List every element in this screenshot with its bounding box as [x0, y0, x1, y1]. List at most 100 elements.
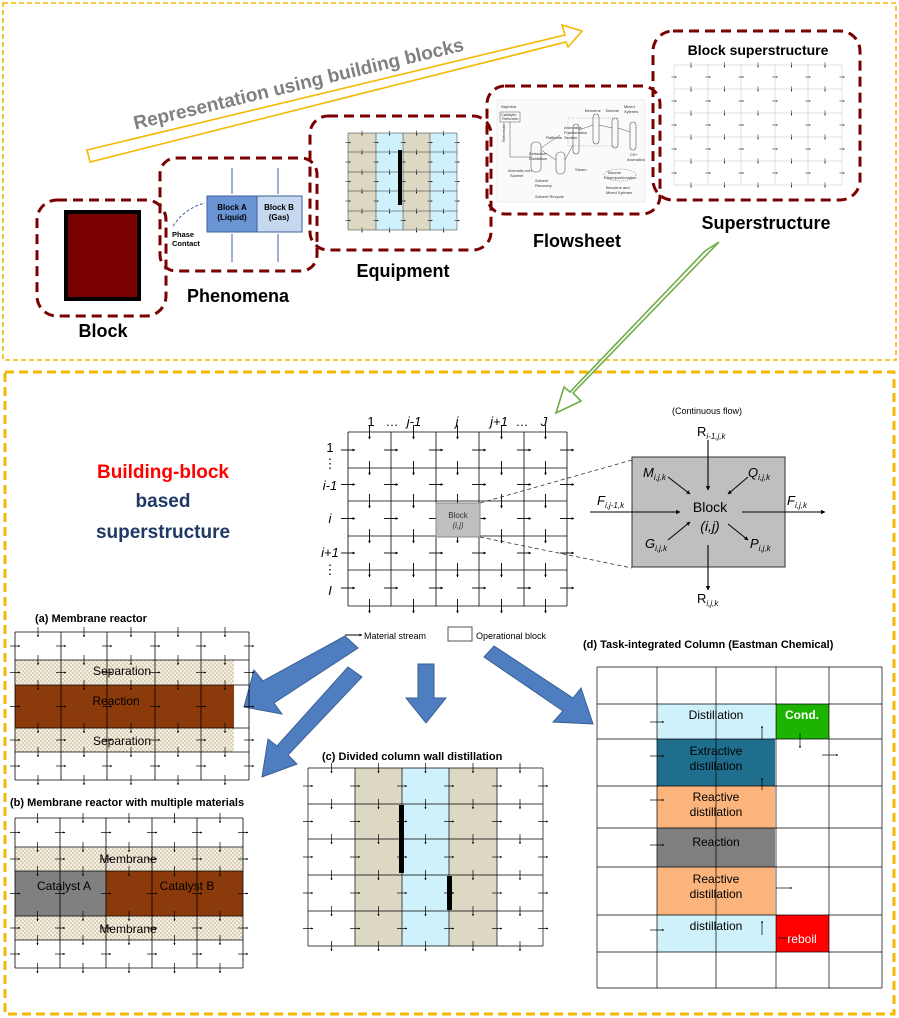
svg-text:Naphtha: Naphtha — [501, 104, 517, 109]
block-b-gas — [256, 195, 303, 233]
svg-text:Mixed: Mixed — [624, 104, 635, 109]
separation-top-label: Separation — [93, 664, 151, 678]
row-header: I — [328, 583, 332, 598]
center-legend: Material stream Operational block — [345, 626, 547, 642]
grid-block-ij — [435, 502, 481, 538]
center-grid — [341, 425, 575, 614]
col-header: 1 — [367, 414, 374, 429]
bottom-frame — [3, 370, 896, 1016]
reaction-cell-label: Reaction — [692, 835, 739, 849]
row-header: ⋮ — [324, 456, 337, 471]
row-header: 1 — [326, 440, 333, 455]
label-block-superstructure: Block superstructure — [688, 42, 829, 58]
distillation-2-label: distillation — [690, 919, 743, 933]
row-header: i+1 — [321, 545, 339, 560]
label-equipment: Equipment — [357, 261, 450, 281]
row-header: i-1 — [323, 478, 337, 493]
label-phenomena: Phenomena — [187, 286, 290, 306]
col-header: j+1 — [488, 414, 508, 429]
r-bottom-label: Ri,j,k — [697, 591, 719, 608]
svg-text:Solvent: Solvent — [535, 178, 549, 183]
arrow-text: Representation using building blocks — [132, 35, 466, 135]
svg-text:Disproportionation: Disproportionation — [604, 175, 636, 180]
superstructure-mini-grid — [671, 62, 845, 188]
superstructure-stage: Block superstructure Superstructure — [651, 29, 862, 233]
reboiler-label: reboil — [787, 932, 816, 946]
row-header: ⋮ — [324, 562, 337, 577]
reactive-1-label-2: distillation — [690, 805, 743, 819]
divided-wall-right — [447, 876, 452, 910]
catalyst-a-label: Catalyst A — [37, 879, 91, 893]
svg-text:Extractive: Extractive — [529, 151, 547, 156]
equipment-mini-grid — [345, 130, 460, 233]
equipment-stage: Equipment — [308, 114, 493, 281]
flowsheet-stage: Naphtha Catalytic Reformer Extractive Di… — [485, 84, 662, 251]
center-title-line2: based — [136, 491, 191, 512]
panel-a-title: (a) Membrane reactor — [35, 613, 148, 625]
svg-text:Solvent Recycle: Solvent Recycle — [535, 194, 564, 199]
svg-text:Reformer: Reformer — [502, 116, 519, 121]
svg-text:Recovery: Recovery — [535, 183, 552, 188]
block-a-liquid — [206, 195, 258, 233]
svg-text:Benzene: Benzene — [585, 108, 602, 113]
label-block: Block — [78, 321, 128, 341]
block-b-phase: (Gas) — [269, 213, 290, 222]
extractive-label-2: distillation — [690, 759, 743, 773]
reactive-2-label-2: distillation — [690, 887, 743, 901]
reactive-2-label: Reactive — [693, 872, 740, 886]
blue-arrows — [243, 635, 594, 778]
svg-text:Mixed Xylenes: Mixed Xylenes — [606, 190, 632, 195]
col-header: j — [454, 414, 460, 429]
phase-contact-label: Phase — [172, 230, 194, 239]
detail-block-index: (i,j) — [700, 518, 719, 534]
legend-stream: Material stream — [364, 631, 426, 641]
svg-text:Solvent: Solvent — [510, 173, 524, 178]
separation-bottom-label: Separation — [93, 734, 151, 748]
blue-arrow-a — [243, 635, 359, 715]
flowsheet-drawing: Naphtha Catalytic Reformer Extractive Di… — [499, 104, 645, 199]
panel-a: (a) Membrane reactor Separation Reaction… — [10, 613, 255, 786]
svg-text:Steam: Steam — [575, 167, 587, 172]
catalyst-b-band — [106, 871, 243, 916]
block-b-label: Block B — [264, 203, 294, 212]
divided-wall-left — [399, 805, 404, 873]
center-headers: 1 … j-1 j j+1 … J 1 ⋮ i-1 i i+1 ⋮ I — [321, 414, 548, 598]
blue-arrow-b — [261, 666, 363, 778]
legend-block: Operational block — [476, 631, 547, 641]
center-title-line3: superstructure — [96, 522, 230, 543]
svg-text:Xylenes: Xylenes — [624, 109, 638, 114]
block-detail: (Continuous flow) Block (i,j) Ri-1,j,k R… — [590, 406, 826, 608]
block-a-phase: (Liquid) — [217, 213, 247, 222]
distillation-label: Distillation — [689, 708, 744, 722]
panel-b-title: (b) Membrane reactor with multiple mater… — [10, 797, 244, 809]
condenser-cell — [776, 704, 829, 739]
svg-text:Raffinate: Raffinate — [546, 135, 563, 140]
col-header: J — [540, 414, 548, 429]
panel-d-title: (d) Task-integrated Column (Eastman Chem… — [583, 639, 834, 651]
svg-text:Toluene: Toluene — [607, 170, 622, 175]
svg-text:Aromatics: Aromatics — [627, 157, 645, 162]
col-header: … — [516, 414, 529, 429]
svg-text:Toluene: Toluene — [605, 108, 620, 113]
center-title-line1: Building-block — [97, 462, 229, 483]
top-frame — [2, 2, 897, 361]
grid-block-label: Block — [448, 511, 469, 520]
svg-text:Fractionation: Fractionation — [564, 130, 587, 135]
svg-text:Reformate: Reformate — [501, 123, 506, 142]
membrane-top-label: Membrane — [99, 852, 157, 866]
block-a-label: Block A — [217, 203, 247, 212]
blue-arrow-d — [483, 645, 594, 725]
svg-text:Benzene and: Benzene and — [606, 185, 630, 190]
condenser-label: Cond. — [785, 708, 819, 722]
block-square — [64, 210, 141, 301]
continuous-flow-label: (Continuous flow) — [672, 406, 742, 416]
col-header: … — [386, 414, 399, 429]
svg-text:Aromatics: Aromatics — [564, 125, 582, 130]
grid-block-index: (i,j) — [452, 521, 463, 530]
membrane-bottom-label: Membrane — [99, 922, 157, 936]
svg-text:C9+: C9+ — [630, 152, 638, 157]
panel-c-title: (c) Divided column wall distillation — [322, 751, 503, 763]
r-top-label: Ri-1,j,k — [697, 424, 727, 441]
catalyst-b-label: Catalyst B — [160, 879, 215, 893]
